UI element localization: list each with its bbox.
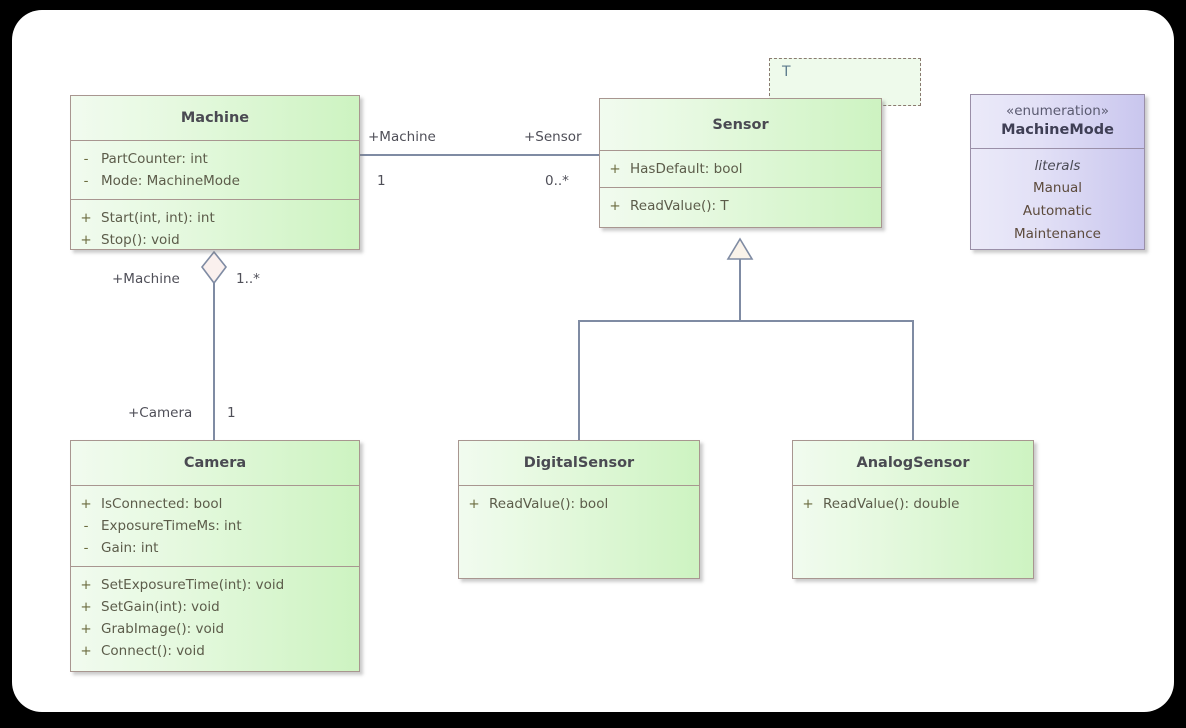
enumeration-box-machinemode[interactable]: «enumeration» MachineMode literals Manua… bbox=[970, 94, 1145, 250]
template-parameter-label: T bbox=[782, 64, 791, 80]
enumeration-header: «enumeration» MachineMode bbox=[971, 95, 1144, 149]
operation-signature: Connect(): void bbox=[101, 643, 205, 659]
assoc-machine-sensor-source-multiplicity: 1 bbox=[377, 173, 386, 189]
class-name-camera: Camera bbox=[71, 441, 359, 486]
operation-row: + Start(int, int): int bbox=[71, 207, 359, 229]
class-box-sensor[interactable]: Sensor + HasDefault: bool + ReadValue():… bbox=[599, 98, 882, 228]
visibility-marker: - bbox=[83, 151, 89, 167]
class-operations-sensor: + ReadValue(): T bbox=[600, 188, 881, 224]
class-name-machine: Machine bbox=[71, 96, 359, 141]
attribute-row: + IsConnected: bool bbox=[71, 493, 359, 515]
visibility-marker: - bbox=[83, 540, 89, 556]
assoc-machine-camera-target-multiplicity: 1 bbox=[227, 405, 236, 421]
operation-row: + SetExposureTime(int): void bbox=[71, 574, 359, 596]
class-attributes-camera: + IsConnected: bool - ExposureTimeMs: in… bbox=[71, 486, 359, 567]
visibility-marker: + bbox=[802, 496, 814, 512]
operation-row: + Connect(): void bbox=[71, 640, 359, 662]
assoc-machine-sensor-source-role: +Machine bbox=[368, 129, 436, 145]
class-name-analogsensor: AnalogSensor bbox=[793, 441, 1033, 486]
operation-row: + Stop(): void bbox=[71, 229, 359, 251]
operation-signature: SetExposureTime(int): void bbox=[101, 577, 285, 593]
class-box-digitalsensor[interactable]: DigitalSensor + ReadValue(): bool bbox=[458, 440, 700, 579]
enumeration-name: MachineMode bbox=[1001, 122, 1114, 138]
attribute-row: - Mode: MachineMode bbox=[71, 170, 359, 192]
class-box-analogsensor[interactable]: AnalogSensor + ReadValue(): double bbox=[792, 440, 1034, 579]
visibility-marker: + bbox=[80, 210, 92, 226]
literal-item: Manual bbox=[1032, 180, 1083, 196]
connector-generalization-branch bbox=[578, 320, 914, 322]
connector-generalization-digital bbox=[578, 320, 580, 441]
assoc-machine-camera-source-role: +Machine bbox=[112, 271, 180, 287]
operation-row: + SetGain(int): void bbox=[71, 596, 359, 618]
operation-row: + GrabImage(): void bbox=[71, 618, 359, 640]
assoc-machine-sensor-target-role: +Sensor bbox=[524, 129, 582, 145]
enumeration-literals: literals Manual Automatic Maintenance bbox=[971, 149, 1144, 252]
visibility-marker: + bbox=[468, 496, 480, 512]
operation-row: + ReadValue(): double bbox=[793, 493, 1033, 515]
attribute-signature: PartCounter: int bbox=[101, 151, 208, 167]
assoc-machine-sensor-target-multiplicity: 0..* bbox=[545, 173, 569, 189]
assoc-machine-camera-source-multiplicity: 1..* bbox=[236, 271, 260, 287]
attribute-signature: HasDefault: bool bbox=[630, 161, 743, 177]
operation-row: + ReadValue(): T bbox=[600, 195, 881, 217]
attribute-row: + HasDefault: bool bbox=[600, 158, 881, 180]
visibility-marker: - bbox=[83, 518, 89, 534]
enumeration-stereotype: «enumeration» bbox=[1005, 103, 1110, 119]
literal-item: Automatic bbox=[1022, 203, 1093, 219]
diagram-canvas: +Machine 1 +Sensor 0..* +Machine 1..* +C… bbox=[12, 10, 1174, 712]
attribute-row: - ExposureTimeMs: int bbox=[71, 515, 359, 537]
visibility-marker: - bbox=[83, 173, 89, 189]
connector-generalization-stem bbox=[739, 258, 741, 321]
visibility-marker: + bbox=[80, 577, 92, 593]
visibility-marker: + bbox=[80, 496, 92, 512]
class-operations-analogsensor: + ReadValue(): double bbox=[793, 486, 1033, 522]
class-box-machine[interactable]: Machine - PartCounter: int - Mode: Machi… bbox=[70, 95, 360, 250]
attribute-signature: Gain: int bbox=[101, 540, 159, 556]
connector-machine-camera bbox=[213, 282, 215, 441]
class-operations-camera: + SetExposureTime(int): void + SetGain(i… bbox=[71, 567, 359, 669]
operation-signature: SetGain(int): void bbox=[101, 599, 220, 615]
attribute-row: - Gain: int bbox=[71, 537, 359, 559]
visibility-marker: + bbox=[609, 198, 621, 214]
literals-label: literals bbox=[1034, 158, 1081, 174]
attribute-signature: IsConnected: bool bbox=[101, 496, 223, 512]
assoc-machine-camera-target-role: +Camera bbox=[128, 405, 193, 421]
connector-generalization-analog bbox=[912, 320, 914, 441]
visibility-marker: + bbox=[80, 621, 92, 637]
visibility-marker: + bbox=[80, 643, 92, 659]
attribute-signature: ExposureTimeMs: int bbox=[101, 518, 242, 534]
class-box-camera[interactable]: Camera + IsConnected: bool - ExposureTim… bbox=[70, 440, 360, 672]
class-name-digitalsensor: DigitalSensor bbox=[459, 441, 699, 486]
class-attributes-sensor: + HasDefault: bool bbox=[600, 151, 881, 188]
connector-machine-sensor bbox=[360, 154, 599, 156]
visibility-marker: + bbox=[80, 232, 92, 248]
operation-signature: GrabImage(): void bbox=[101, 621, 225, 637]
operation-signature: Start(int, int): int bbox=[101, 210, 215, 226]
literal-item: Maintenance bbox=[1014, 226, 1101, 242]
operation-signature: Stop(): void bbox=[101, 232, 180, 248]
class-operations-machine: + Start(int, int): int + Stop(): void bbox=[71, 200, 359, 258]
class-operations-digitalsensor: + ReadValue(): bool bbox=[459, 486, 699, 522]
class-attributes-machine: - PartCounter: int - Mode: MachineMode bbox=[71, 141, 359, 200]
attribute-signature: Mode: MachineMode bbox=[101, 173, 240, 189]
class-name-sensor: Sensor bbox=[600, 99, 881, 151]
attribute-row: - PartCounter: int bbox=[71, 148, 359, 170]
aggregation-diamond bbox=[200, 250, 228, 285]
operation-signature: ReadValue(): bool bbox=[489, 496, 609, 512]
operation-row: + ReadValue(): bool bbox=[459, 493, 699, 515]
visibility-marker: + bbox=[609, 161, 621, 177]
generalization-arrowhead bbox=[726, 237, 754, 260]
visibility-marker: + bbox=[80, 599, 92, 615]
operation-signature: ReadValue(): T bbox=[630, 198, 729, 214]
operation-signature: ReadValue(): double bbox=[823, 496, 960, 512]
